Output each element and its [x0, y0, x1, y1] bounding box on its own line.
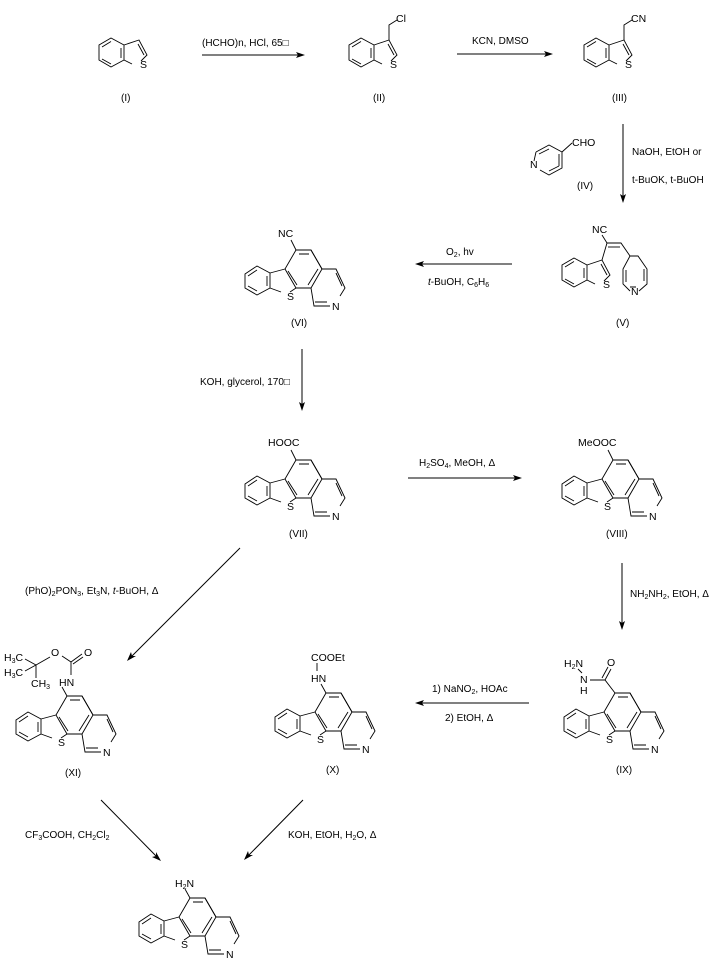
svg-text:S: S	[603, 279, 610, 291]
svg-text:S: S	[390, 59, 397, 71]
conditions-step-4b: t-BuOH, C6H6	[428, 277, 489, 289]
svg-text:S: S	[181, 939, 188, 951]
compound-label-II: (II)	[373, 93, 385, 104]
compound-VI: S N NC	[244, 228, 346, 313]
svg-text:N: N	[651, 744, 659, 756]
svg-text:S: S	[317, 734, 324, 746]
arrow-V-to-VI	[415, 261, 512, 267]
aldehyde-group: CHO	[572, 137, 595, 149]
methyl-group: H3C	[4, 667, 24, 680]
arrow-VII-to-VIII	[408, 475, 522, 481]
chloro-group: Cl	[396, 13, 406, 25]
conditions-step-8b: 2) EtOH, Δ	[445, 713, 494, 724]
arrow-II-to-III	[457, 51, 553, 57]
cyano-group: CN	[631, 13, 646, 25]
conditions-step-9: (PhO)2PON3, Et3N, t-BuOH, Δ	[25, 586, 159, 598]
arrow-IX-to-X	[415, 700, 529, 706]
svg-text:N: N	[332, 511, 340, 523]
compound-I: S	[98, 37, 148, 71]
carbamate-nh: HN	[311, 673, 326, 685]
carbonyl-oxygen: O	[607, 657, 615, 669]
compound-IV: N CHO	[530, 137, 595, 176]
svg-text:N: N	[631, 286, 639, 298]
nitrile-label: NC	[278, 228, 294, 240]
compound-IX: S N O N H H2N	[563, 657, 665, 756]
svg-text:S: S	[287, 291, 294, 303]
amide-nitrogen: N	[580, 674, 588, 686]
conditions-step-7: NH2NH2, EtOH, Δ	[630, 589, 709, 601]
conditions-step-8a: 1) NaNO2, HOAc	[432, 684, 508, 696]
compound-label-VIII: (VIII)	[606, 529, 628, 540]
carbonyl-oxygen: O	[84, 647, 92, 659]
svg-text:N: N	[649, 511, 657, 523]
arrow-VII-to-XI	[127, 547, 241, 661]
conditions-step-3b: t-BuOK, t-BuOH	[632, 175, 704, 186]
compound-XI: S N HN O O H3C H3C CH3	[4, 647, 117, 759]
amide-hydrogen: H	[580, 685, 588, 697]
compound-label-III: (III)	[612, 93, 627, 104]
conditions-step-2: KCN, DMSO	[472, 36, 529, 47]
methyl-group: CH3	[31, 678, 50, 691]
compound-label-I: (I)	[121, 93, 130, 104]
nitrile-label: NC	[592, 224, 608, 236]
compound-V: S NC N	[561, 224, 648, 298]
amine-group: H2N	[175, 878, 194, 891]
ethyl-ester-label: COOEt	[311, 652, 345, 664]
compound-label-VII: (VII)	[289, 529, 308, 540]
conditions-step-5: KOH, glycerol, 170□	[200, 377, 290, 388]
hydrazide-amine: H2N	[564, 658, 583, 671]
conditions-step-6: H2SO4, MeOH, Δ	[419, 458, 496, 470]
svg-text:S: S	[625, 59, 632, 71]
carboxylic-acid-label: HOOC	[268, 437, 300, 449]
compound-label-XI: (XI)	[65, 768, 81, 779]
svg-text:N: N	[332, 301, 340, 313]
conditions-step-10: CF3COOH, CH2Cl2	[25, 830, 110, 842]
arrow-VIII-to-IX	[619, 563, 625, 630]
compound-VIII: S N MeOOC	[561, 437, 663, 523]
svg-text:N: N	[362, 744, 370, 756]
compound-label-V: (V)	[616, 318, 629, 329]
conditions-step-3a: NaOH, EtOH or	[632, 147, 702, 158]
conditions-step-11: KOH, EtOH, H2O, Δ	[288, 830, 377, 842]
conditions-step-4a: O2, hv	[446, 247, 474, 259]
methyl-group: H3C	[4, 652, 24, 665]
compound-III: S CN	[583, 13, 646, 71]
arrow-XI-to-final	[100, 799, 161, 861]
final-product: S N H2N	[138, 878, 240, 961]
conditions-step-1: (HCHO)n, HCl, 65□	[202, 38, 289, 49]
sulfur-atom: S	[140, 59, 147, 71]
compound-II: S Cl	[348, 13, 406, 71]
compound-label-VI: (VI)	[291, 318, 307, 329]
ester-oxygen: O	[51, 647, 59, 659]
svg-text:S: S	[287, 501, 294, 513]
svg-text:S: S	[58, 737, 65, 749]
compound-label-X: (X)	[326, 765, 339, 776]
arrow-I-to-II	[202, 52, 305, 58]
svg-text:N: N	[226, 949, 234, 961]
svg-text:N: N	[103, 747, 111, 759]
compound-label-IV: (IV)	[577, 181, 593, 192]
carbamate-nh: HN	[59, 677, 74, 689]
svg-text:S: S	[604, 501, 611, 513]
compound-VII: S N HOOC	[244, 437, 346, 523]
arrow-X-to-final	[244, 799, 304, 860]
pyridine-nitrogen: N	[530, 159, 538, 171]
arrow-III-to-V	[620, 124, 626, 203]
compound-label-IX: (IX)	[616, 765, 632, 776]
arrow-VI-to-VII	[299, 349, 305, 411]
compound-X: S N HN COOEt	[274, 652, 376, 756]
svg-text:S: S	[606, 734, 613, 746]
methyl-ester-label: MeOOC	[578, 437, 617, 449]
